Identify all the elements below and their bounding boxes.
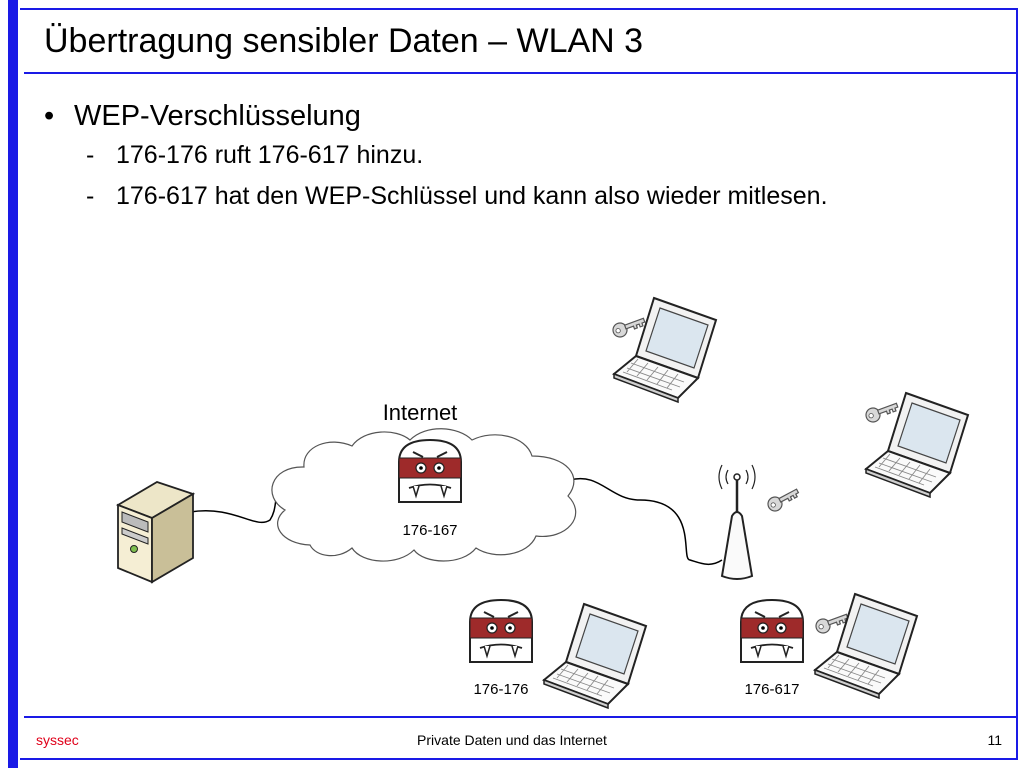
- vampire-icon: [398, 439, 462, 503]
- sub-bullet-text: 176-617 hat den WEP-Schlüssel und kann a…: [116, 182, 828, 210]
- bullet-marker: •: [44, 100, 55, 132]
- title-rule: [24, 72, 1018, 74]
- vampire-icon: [469, 599, 533, 663]
- bottom-border: [20, 758, 1018, 760]
- wifi-router-icon: [718, 464, 756, 580]
- sub-bullet-1: - 176-176 ruft 176-617 hinzu.: [86, 141, 1004, 170]
- server-icon: [115, 481, 196, 584]
- top-border: [20, 8, 1018, 10]
- vampire-label: 176-176: [473, 681, 528, 698]
- sub-marker: -: [86, 182, 95, 210]
- slide-title: Übertragung sensibler Daten – WLAN 3: [44, 22, 644, 60]
- right-border: [1016, 8, 1018, 760]
- laptop-icon: [613, 297, 717, 403]
- laptop-icon: [543, 603, 647, 709]
- key-icon: [863, 398, 901, 425]
- bullet-item: • WEP-Verschlüsselung: [44, 100, 1004, 133]
- footer-rule: [24, 716, 1018, 718]
- page-number: 11: [987, 732, 1002, 748]
- sub-marker: -: [86, 141, 95, 169]
- vampire-label: 176-167: [402, 522, 457, 539]
- vampire-icon: [740, 599, 804, 663]
- footer-course-title: Private Daten und das Internet: [417, 732, 607, 748]
- footer-brand: syssec: [36, 732, 79, 748]
- sub-bullet-text: 176-176 ruft 176-617 hinzu.: [116, 141, 424, 169]
- bullet-list: • WEP-Verschlüsselung - 176-176 ruft 176…: [44, 100, 1004, 211]
- router-cable: [569, 477, 723, 566]
- key-icon: [764, 485, 802, 515]
- left-accent-bar: [8, 0, 18, 768]
- laptop-icon: [814, 593, 918, 699]
- vampire-label: 176-617: [744, 681, 799, 698]
- bullet-text: WEP-Verschlüsselung: [74, 100, 361, 132]
- cloud-label: Internet: [383, 400, 458, 425]
- sub-bullet-2: - 176-617 hat den WEP-Schlüssel und kann…: [86, 182, 1004, 211]
